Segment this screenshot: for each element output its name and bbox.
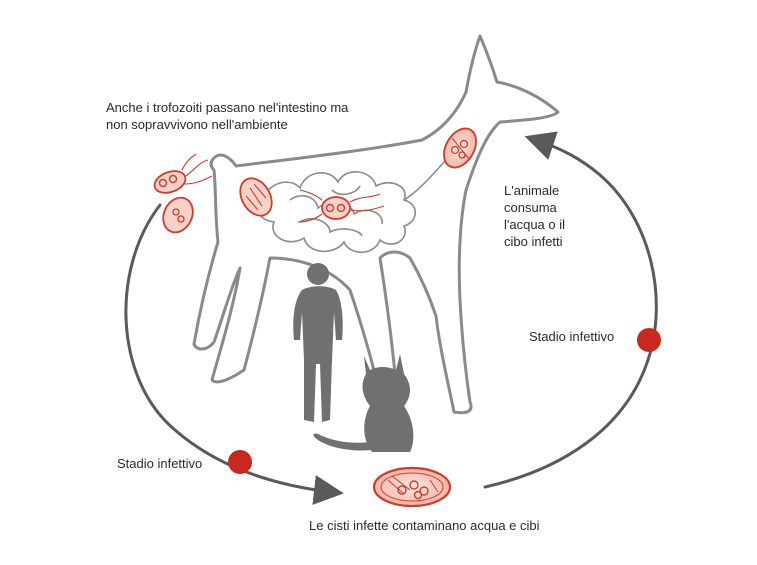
man-silhouette bbox=[293, 263, 343, 422]
cysts-caption: Le cisti infette contaminano acqua e cib… bbox=[309, 518, 540, 533]
dog-outline bbox=[192, 34, 560, 415]
animal-consumes-line-3: l'acqua o il bbox=[504, 217, 566, 232]
trophozoites-caption-line-2: non sopravvivono nell'ambiente bbox=[106, 117, 288, 132]
cycle-arc-left bbox=[124, 203, 344, 505]
infective-stage-marker-right bbox=[637, 328, 661, 352]
intestine-icon bbox=[256, 159, 447, 254]
cat-silhouette bbox=[313, 354, 414, 452]
animal-consumes-line-2: consuma bbox=[504, 200, 557, 215]
animal-consumes-line-1: L'animale bbox=[504, 183, 560, 198]
cyst-icon bbox=[443, 127, 477, 169]
trophozoite-icon bbox=[239, 177, 273, 217]
trophozoite-icon bbox=[297, 189, 385, 223]
trophozoites-caption: Anche i trofozoiti passano nel'intestino… bbox=[106, 99, 348, 133]
infective-stage-label-right: Stadio infettivo bbox=[529, 329, 615, 344]
animal-consumes-line-4: cibo infetti bbox=[504, 234, 563, 249]
cyst-icon bbox=[372, 466, 452, 508]
trophozoites-caption-line-1: Anche i trofozoiti passano nel'intestino… bbox=[106, 100, 349, 115]
infective-stage-marker-left bbox=[228, 450, 252, 474]
cycle-arc-right bbox=[483, 131, 658, 489]
animal-consumes-caption: L'animale consuma l'acqua o il cibo infe… bbox=[504, 182, 565, 250]
trophozoite-icon bbox=[162, 196, 194, 234]
infective-stage-label-left: Stadio infettivo bbox=[117, 456, 203, 471]
trophozoite-icon bbox=[153, 153, 213, 194]
